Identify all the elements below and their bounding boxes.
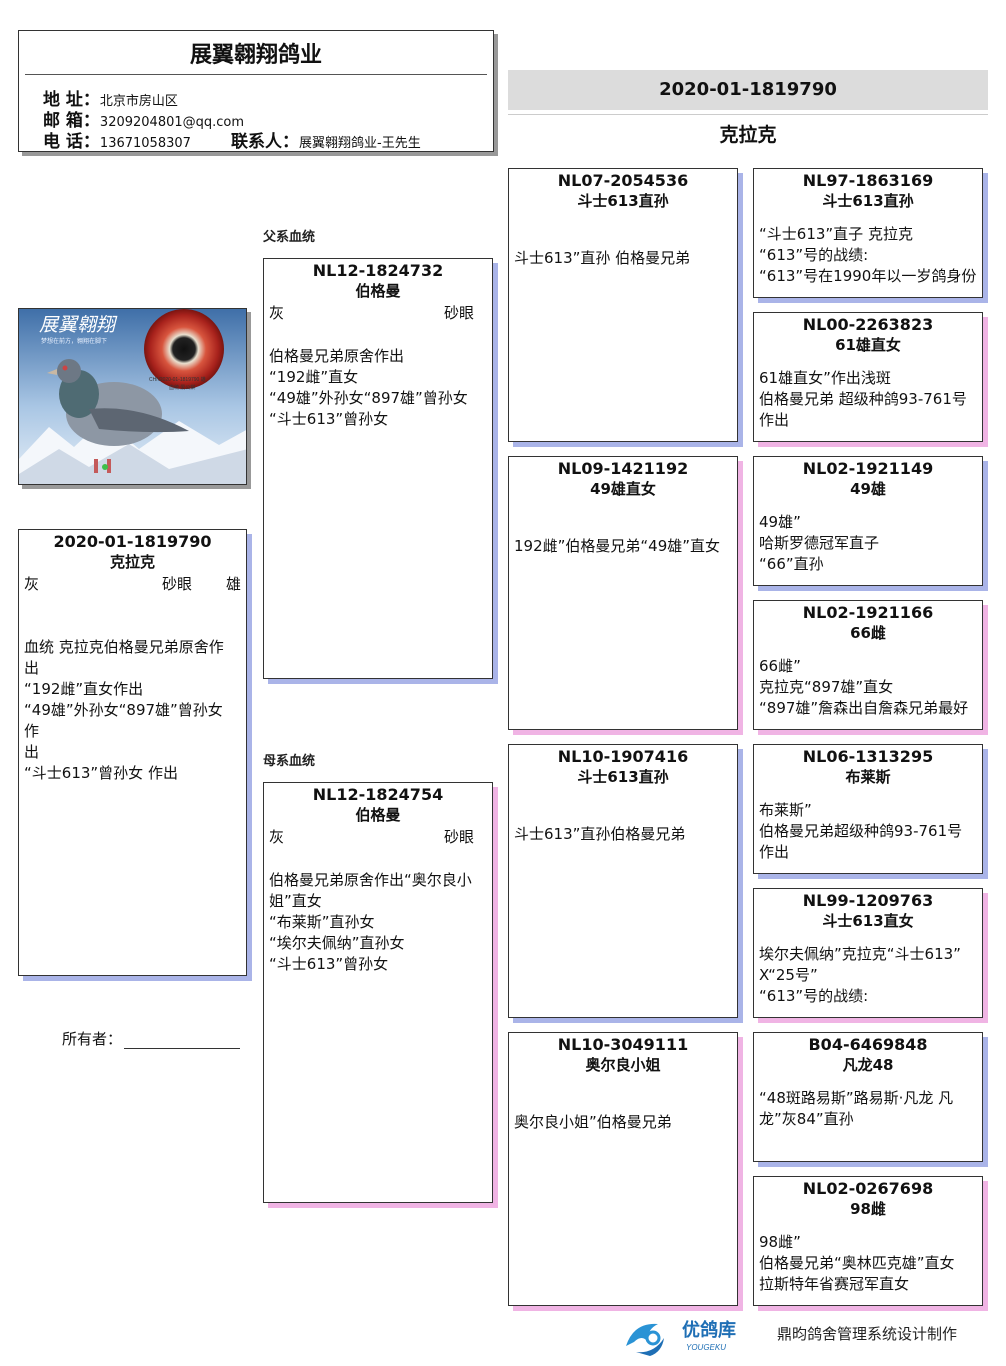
owner-signature-line [124,1033,240,1049]
grandparent-card: NL09-1421192 49雄直女 192雌”伯格曼兄弟“49雄”直女 [508,456,738,730]
great-grandparent-ring: NL02-1921166 [754,601,982,623]
contact-label: 联系人： [231,132,299,152]
footer-logo: 优鸽库 YOUGEKU [620,1312,760,1358]
grandparent-card: NL10-1907416 斗士613直孙 斗士613”直孙伯格曼兄弟 [508,744,738,1018]
pigeon-photo-graphic: 展翼翱翔 梦想在前方，翱翔在脚下 CHN2020-01-1819790 雄 血统… [19,309,247,485]
footer-logo-text: 优鸽库 [682,1319,736,1341]
grandparent-notes: 192雌”伯格曼兄弟“49雄”直女 [509,536,737,557]
great-grandparent-card: NL00-2263823 61雄直女 61雄直女”作出浅斑 伯格曼兄弟 超级种鸽… [753,312,983,442]
grandparent-card: NL07-2054536 斗士613直孙 斗士613”直孙 伯格曼兄弟 [508,168,738,442]
swirl-logo-icon: 优鸽库 YOUGEKU [620,1312,760,1358]
great-grandparent-notes: 98雌” 伯格曼兄弟“奥林匹克雄”直女 拉斯特年省赛冠军直女 [754,1232,982,1295]
title-ring-number: 2020-01-1819790 [508,70,988,110]
dam-name: 伯格曼 [264,805,492,826]
photo-slogan: 梦想在前方，翱翔在脚下 [41,337,107,345]
grandparent-ring: NL09-1421192 [509,457,737,479]
great-grandparent-name: 布莱斯 [754,767,982,788]
great-grandparent-notes: 61雄直女”作出浅斑 伯格曼兄弟 超级种鸽93-761号 作出 [754,368,982,431]
dam-card: NL12-1824754 伯格曼 灰 砂眼 伯格曼兄弟原舍作出“奥尔良小 姐”直… [263,782,493,1203]
great-grandparent-ring: B04-6469848 [754,1033,982,1055]
great-grandparent-card: NL99-1209763 斗士613直女 埃尔夫佩纳”克拉克“斗士613” X“… [753,888,983,1018]
dam-attributes: 灰 砂眼 [264,826,492,848]
great-grandparent-name: 斗士613直孙 [754,191,982,212]
great-grandparent-notes: “斗士613”直子 克拉克 “613”号的战绩: “613”号在1990年以一岁… [754,224,982,287]
dam-color: 灰 [269,828,284,846]
grandparent-notes: 奥尔良小姐”伯格曼兄弟 [509,1112,737,1133]
great-grandparent-notes: “48斑路易斯”路易斯·凡龙 凡 龙”灰84”直孙 [754,1088,982,1130]
sire-color: 灰 [269,304,284,322]
great-grandparent-ring: NL02-0267698 [754,1177,982,1199]
phone-value: 13671058307 [100,136,191,151]
grandparent-notes: 斗士613”直孙 伯格曼兄弟 [509,248,737,269]
owner-label: 所有者： [62,1030,122,1048]
great-grandparent-ring: NL99-1209763 [754,889,982,911]
great-grandparent-name: 凡龙48 [754,1055,982,1076]
subject-eye: 砂眼 [162,573,192,594]
subject-attributes: 灰 砂眼 雄 [19,573,246,595]
title-bird-name: 克拉克 [508,120,988,147]
sire-card: NL12-1824732 伯格曼 灰 砂眼 伯格曼兄弟原舍作出 “192雌”直女… [263,258,493,679]
great-grandparent-card: NL02-1921149 49雄 49雄” 哈斯罗德冠军直子 “66”直孙 [753,456,983,586]
great-grandparent-card: NL06-1313295 布莱斯 布莱斯” 伯格曼兄弟超级种鸽93-761号 作… [753,744,983,874]
subject-notes: 血统 克拉克伯格曼兄弟原舍作 出 “192雌”直女作出 “49雄”外孙女“897… [19,637,246,784]
great-grandparent-ring: NL00-2263823 [754,313,982,335]
grandparent-name: 奥尔良小姐 [509,1055,737,1076]
sire-notes: 伯格曼兄弟原舍作出 “192雌”直女 “49雄”外孙女“897雄”曾孙女 “斗士… [264,346,492,430]
phone-row: 电 话：13671058307 [43,127,191,152]
dam-ring: NL12-1824754 [264,783,492,805]
great-grandparent-card: B04-6469848 凡龙48 “48斑路易斯”路易斯·凡龙 凡 龙”灰84”… [753,1032,983,1162]
great-grandparent-notes: 66雌” 克拉克“897雄”直女 “897雄”詹森出自詹森兄弟最好 [754,656,982,719]
sire-name: 伯格曼 [264,281,492,302]
subject-sex: 雄 [226,573,241,594]
grandparent-name: 斗士613直孙 [509,767,737,788]
great-grandparent-name: 98雌 [754,1199,982,1220]
subject-card: 2020-01-1819790 克拉克 灰 砂眼 雄 血统 克拉克伯格曼兄弟原舍… [18,529,247,976]
grandparent-card: NL10-3049111 奥尔良小姐 奥尔良小姐”伯格曼兄弟 [508,1032,738,1306]
sire-line-label: 父系血统 [263,226,315,245]
grandparent-name: 49雄直女 [509,479,737,500]
pigeon-photo: 展翼翱翔 梦想在前方，翱翔在脚下 CHN2020-01-1819790 雄 血统… [18,308,247,485]
dam-eye: 砂眼 [444,826,474,847]
photo-subcaption: 血统 爱公棠 [169,384,195,391]
grandparent-ring: NL10-1907416 [509,745,737,767]
sire-ring: NL12-1824732 [264,259,492,281]
phone-label: 电 话： [43,132,100,152]
great-grandparent-notes: 布莱斯” 伯格曼兄弟超级种鸽93-761号 作出 [754,800,982,863]
company-header: 展翼翱翔鸽业 地 址：北京市房山区 邮 箱：3209204801@qq.com … [18,30,494,152]
subject-ring: 2020-01-1819790 [19,530,246,552]
great-grandparent-card: NL97-1863169 斗士613直孙 “斗士613”直子 克拉克 “613”… [753,168,983,298]
footer-credit: 鼎昀鸽舍管理系统设计制作 [777,1323,957,1344]
sire-attributes: 灰 砂眼 [264,302,492,324]
grandparent-name: 斗士613直孙 [509,191,737,212]
subject-name: 克拉克 [19,552,246,573]
subject-color: 灰 [24,575,39,593]
great-grandparent-ring: NL97-1863169 [754,169,982,191]
great-grandparent-ring: NL06-1313295 [754,745,982,767]
contact-row: 联系人：展翼翱翔鸽业-王先生 [231,127,421,152]
great-grandparent-ring: NL02-1921149 [754,457,982,479]
company-name: 展翼翱翔鸽业 [19,31,493,71]
great-grandparent-name: 61雄直女 [754,335,982,356]
great-grandparent-notes: 埃尔夫佩纳”克拉克“斗士613” X“25号” “613”号的战绩: [754,944,982,1007]
dam-line-label: 母系血统 [263,750,315,769]
title-divider [508,114,988,115]
grandparent-notes: 斗士613”直孙伯格曼兄弟 [509,824,737,845]
sire-eye: 砂眼 [444,302,474,323]
great-grandparent-name: 49雄 [754,479,982,500]
photo-logo-text: 展翼翱翔 [39,315,118,336]
grandparent-ring: NL07-2054536 [509,169,737,191]
footer-logo-sub: YOUGEKU [686,1343,726,1352]
great-grandparent-notes: 49雄” 哈斯罗德冠军直子 “66”直孙 [754,512,982,575]
great-grandparent-name: 斗士613直女 [754,911,982,932]
photo-caption: CHN2020-01-1819790 雄 [149,376,206,383]
great-grandparent-name: 66雌 [754,623,982,644]
great-grandparent-card: NL02-1921166 66雌 66雌” 克拉克“897雄”直女 “897雄”… [753,600,983,730]
contact-value: 展翼翱翔鸽业-王先生 [299,136,421,151]
owner-field: 所有者： [62,1028,240,1049]
header-divider [25,74,487,75]
great-grandparent-card: NL02-0267698 98雌 98雌” 伯格曼兄弟“奥林匹克雄”直女 拉斯特… [753,1176,983,1306]
grandparent-ring: NL10-3049111 [509,1033,737,1055]
dam-notes: 伯格曼兄弟原舍作出“奥尔良小 姐”直女 “布莱斯”直孙女 “埃尔夫佩纳”直孙女 … [264,870,492,975]
